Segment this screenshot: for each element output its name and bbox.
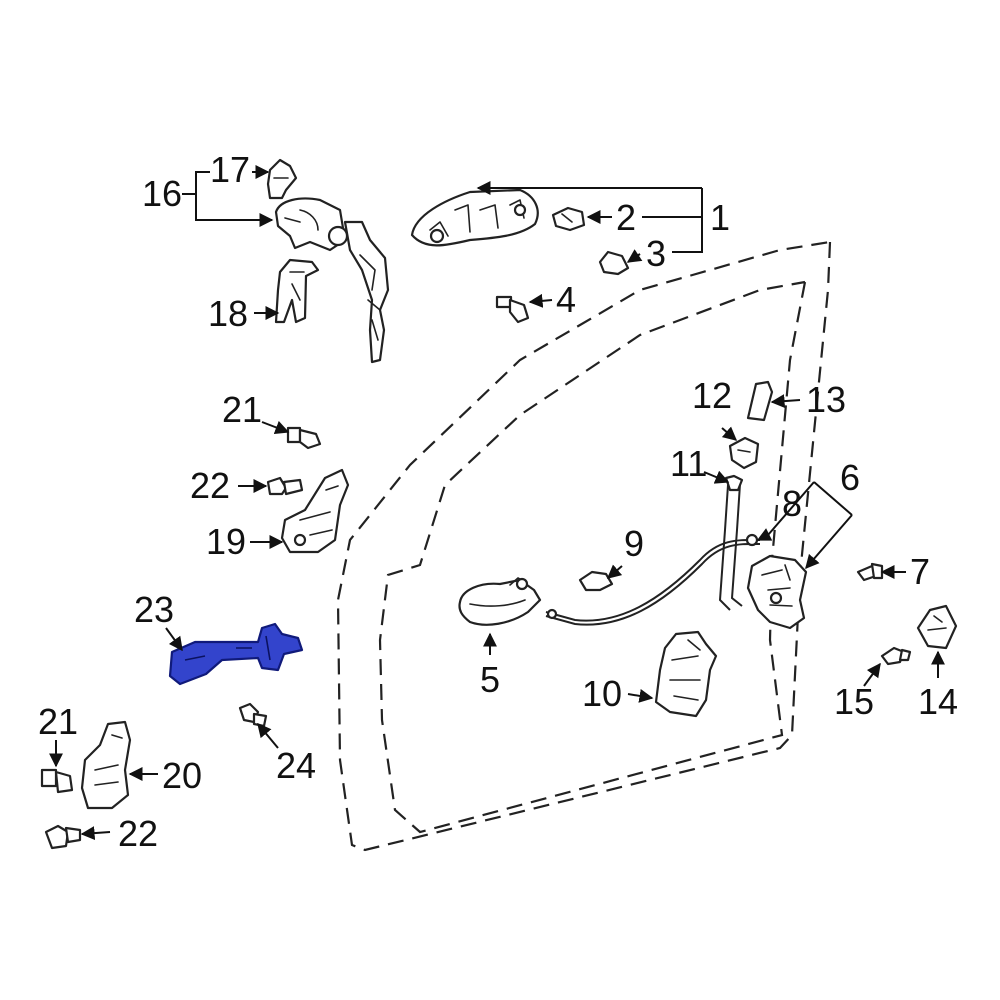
- part-2-clip[interactable]: [551, 206, 586, 232]
- part-15-screw[interactable]: [880, 646, 912, 666]
- callout-2: 2: [616, 197, 636, 238]
- callout-19: 19: [206, 521, 246, 562]
- callout-12: 12: [692, 375, 732, 416]
- part-21-bolt-upper[interactable]: [286, 426, 322, 450]
- callout-22-lower: 22: [118, 813, 158, 854]
- cables: [545, 483, 761, 626]
- callout-16: 16: [142, 173, 182, 214]
- callout-23: 23: [134, 589, 174, 630]
- callout-20: 20: [162, 755, 202, 796]
- part-8-clip[interactable]: [745, 533, 759, 547]
- part-21-bolt-lower[interactable]: [40, 768, 74, 794]
- callout-21-lower: 21: [38, 701, 78, 742]
- part-18-bracket[interactable]: [274, 258, 320, 324]
- callout-17: 17: [210, 149, 250, 190]
- part-24-bolt[interactable]: [238, 702, 268, 728]
- part-13-knob[interactable]: [746, 380, 774, 422]
- callout-22-upper: 22: [190, 465, 230, 506]
- callout-8: 8: [782, 483, 802, 524]
- part-11-rod[interactable]: [724, 474, 744, 492]
- callout-7: 7: [910, 551, 930, 592]
- callout-10: 10: [582, 673, 622, 714]
- part-14-striker[interactable]: [916, 604, 958, 650]
- part-5-inside-handle[interactable]: [458, 577, 542, 626]
- callout-4: 4: [556, 279, 576, 320]
- callout-11: 11: [670, 443, 707, 484]
- part-20-hinge-lower[interactable]: [80, 720, 132, 810]
- callout-3: 3: [646, 233, 666, 274]
- part-9-clip[interactable]: [578, 570, 614, 592]
- callout-14: 14: [918, 681, 958, 722]
- part-22-bolt-upper[interactable]: [266, 476, 304, 496]
- part-22-bolt-lower[interactable]: [44, 824, 82, 850]
- door-outline: [336, 240, 832, 852]
- callout-24: 24: [276, 745, 316, 786]
- part-17-clip[interactable]: [266, 158, 298, 200]
- callout-15: 15: [834, 681, 874, 722]
- part-19-hinge[interactable]: [280, 468, 350, 554]
- part-7-screw[interactable]: [856, 562, 884, 582]
- callout-1: 1: [710, 197, 730, 238]
- callout-18: 18: [208, 293, 248, 334]
- part-3-cap[interactable]: [598, 250, 630, 276]
- callout-21-upper: 21: [222, 389, 262, 430]
- callout-9: 9: [624, 523, 644, 564]
- part-4-bolt[interactable]: [495, 295, 530, 324]
- part-6-door-lock[interactable]: [746, 554, 808, 630]
- leader-lines: [49, 165, 945, 841]
- part-1-outside-handle[interactable]: [410, 188, 539, 247]
- callout-13: 13: [806, 379, 846, 420]
- part-12-button[interactable]: [728, 436, 760, 470]
- part-10-cover[interactable]: [654, 630, 718, 718]
- part-23-door-check[interactable]: [168, 622, 304, 686]
- part-16-lock-cylinder[interactable]: [274, 197, 390, 364]
- callout-6: 6: [840, 457, 860, 498]
- callout-5: 5: [480, 659, 500, 700]
